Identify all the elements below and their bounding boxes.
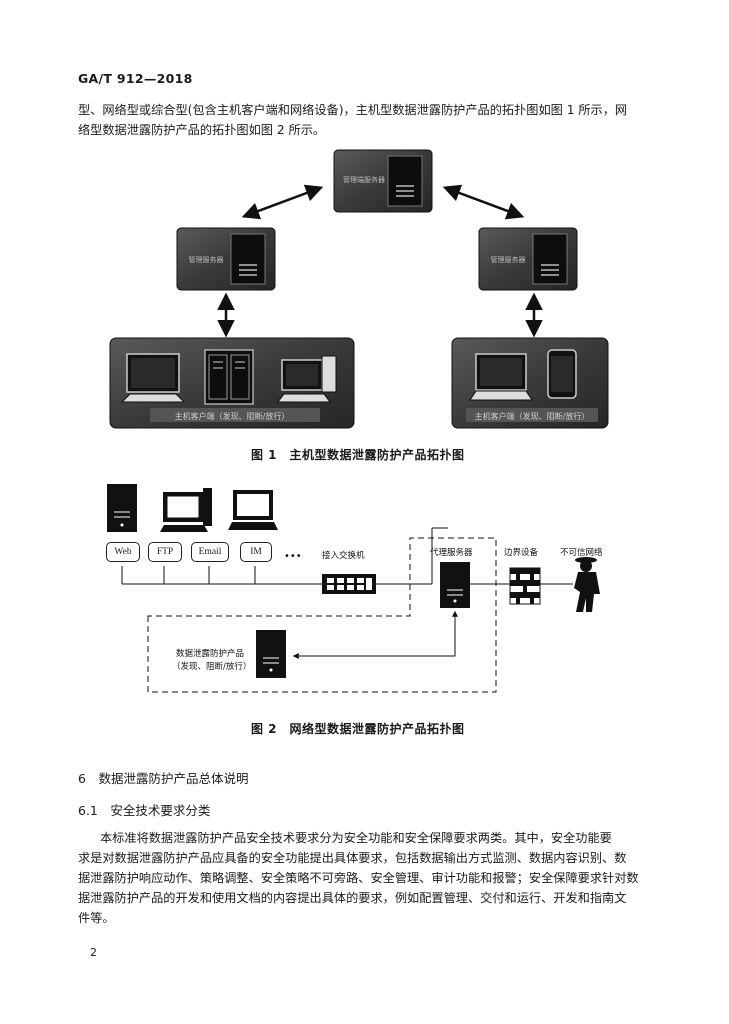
laptop-icon xyxy=(469,353,533,401)
protocol-ftp: FTP xyxy=(148,542,182,562)
proxy-server-icon xyxy=(440,562,470,608)
desktop-computer-icon xyxy=(160,488,212,532)
section-6-title: 6 数据泄露防护产品总体说明 xyxy=(78,771,249,786)
product-label-2: （发现、阻断/放行） xyxy=(172,661,251,672)
switch-label: 接入交换机 xyxy=(322,550,365,561)
protocol-im: IM xyxy=(240,542,272,562)
proxy-to-dlp-arrow xyxy=(292,610,458,659)
ellipsis: ••• xyxy=(284,551,302,562)
top-management-server-node: 管理端服务器 xyxy=(333,149,433,213)
server-tower-icon xyxy=(107,484,137,532)
untrusted-label: 不可信网络 xyxy=(560,547,603,558)
body-line-5: 件等。 xyxy=(78,911,115,925)
left-group-label: 主机客户端（发现、阻断/放行） xyxy=(175,411,290,421)
body-line-3: 据泄露防护响应动作、策略调整、安全策略不可旁路、安全管理、审计功能和报警；安全保… xyxy=(78,871,639,885)
attacker-silhouette-icon xyxy=(574,557,600,612)
laptop-icon xyxy=(228,490,278,530)
desktop-computer-icon xyxy=(277,355,337,403)
dlp-product-server-icon xyxy=(256,630,286,678)
protocol-email: Email xyxy=(191,542,229,562)
body-line-2: 求是对数据泄露防护产品应具备的安全功能提出具体要求，包括数据输出方式监测、数据内… xyxy=(78,851,627,865)
intro-line-1: 型、网络型或综合型(包含主机客户端和网络设备)，主机型数据泄露防护产品的拓扑图如… xyxy=(78,103,628,117)
figure-2-caption: 图 2 网络型数据泄露防护产品拓扑图 xyxy=(251,722,465,736)
body-line-4: 据泄露防护产品的开发和使用文档的内容提出具体的要求，例如配置管理、交付和运行、开… xyxy=(78,891,627,905)
left-node-label: 管理服务器 xyxy=(189,255,224,264)
section-6-1-title: 6.1 安全技术要求分类 xyxy=(78,803,211,818)
border-label: 边界设备 xyxy=(504,547,539,558)
right-node-label: 管理服务器 xyxy=(491,255,526,264)
arrow-top-left xyxy=(241,184,324,220)
right-client-group: 主机客户端（发现、阻断/放行） xyxy=(451,337,609,429)
smartphone-icon xyxy=(547,349,577,399)
figure-2-diagram: ••• 接入交换机 代理服务器 边界设备 不可信网络 数据泄露防护产品 （发现、… xyxy=(107,484,603,693)
server-cabinet-icon xyxy=(204,349,254,405)
figure-1-diagram: 管理端服务器 管理服务器 管理服务器 xyxy=(109,149,609,429)
firewall-icon xyxy=(509,567,541,605)
figure-1-caption: 图 1 主机型数据泄露防护产品拓扑图 xyxy=(251,448,465,462)
desktop-monitor-icon xyxy=(120,353,186,403)
body-line-1: 本标准将数据泄露防护产品安全技术要求分为安全功能和安全保障要求两类。其中，安全功… xyxy=(100,831,612,845)
product-label-1: 数据泄露防护产品 xyxy=(176,648,244,659)
left-management-server-node: 管理服务器 xyxy=(176,227,276,291)
left-client-group: 主机客户端（发现、阻断/放行） xyxy=(109,337,355,429)
page-number: 2 xyxy=(90,946,97,959)
access-switch-icon xyxy=(322,574,376,594)
arrow-top-right xyxy=(442,184,525,220)
right-group-label: 主机客户端（发现、阻断/放行） xyxy=(475,411,590,421)
intro-line-2: 络型数据泄露防护产品的拓扑图如图 2 所示。 xyxy=(78,123,326,137)
proxy-label: 代理服务器 xyxy=(430,547,473,558)
right-management-server-node: 管理服务器 xyxy=(478,227,578,291)
standard-code: GA/T 912—2018 xyxy=(78,71,193,86)
protocol-web: Web xyxy=(106,542,140,562)
top-node-label: 管理端服务器 xyxy=(343,175,385,184)
